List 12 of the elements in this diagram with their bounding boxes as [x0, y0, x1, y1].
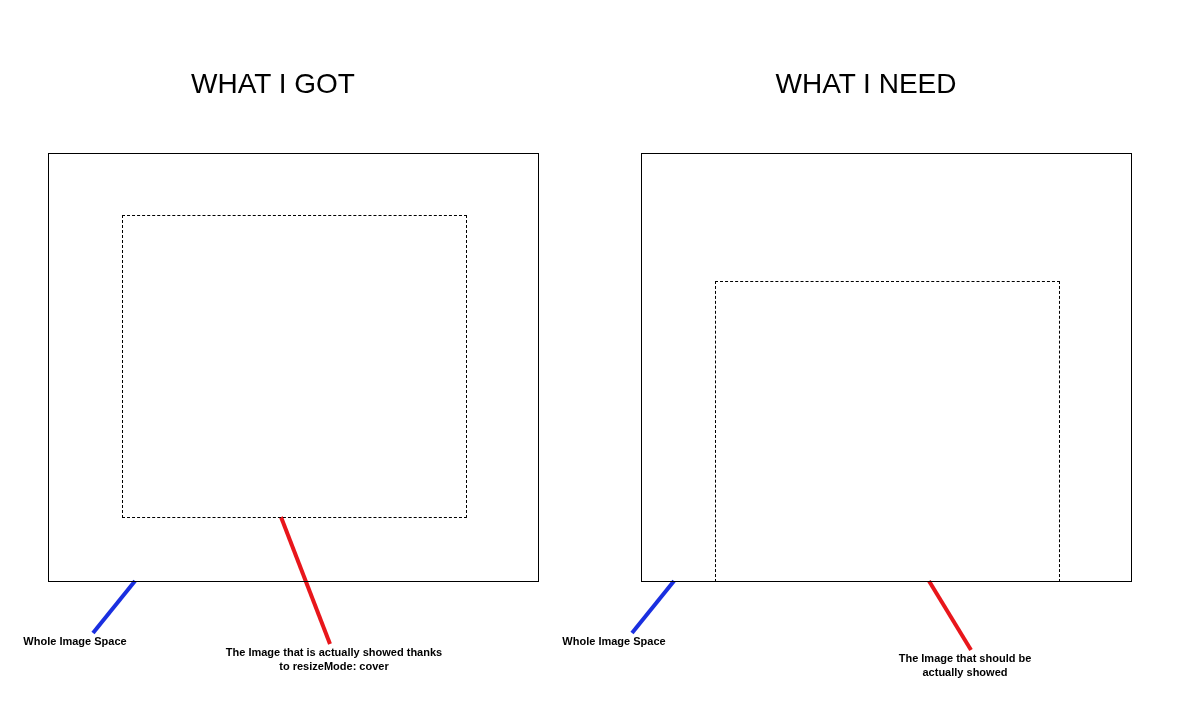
panel-heading: WHAT I NEED [774, 68, 958, 100]
leader-line [630, 579, 676, 635]
callout-text: Whole Image Space [15, 634, 135, 648]
callout-text: The Image that should be actually showed [885, 651, 1045, 679]
leader-line [927, 579, 973, 652]
leader-line [279, 516, 332, 645]
dashed-box [715, 281, 1060, 582]
callout-text: The Image that is actually showed thanks to resizeMode: cover [224, 645, 444, 673]
dashed-box [122, 215, 467, 518]
leader-line [91, 579, 137, 635]
panel-heading: WHAT I GOT [190, 68, 356, 100]
callout-text: Whole Image Space [554, 634, 674, 648]
